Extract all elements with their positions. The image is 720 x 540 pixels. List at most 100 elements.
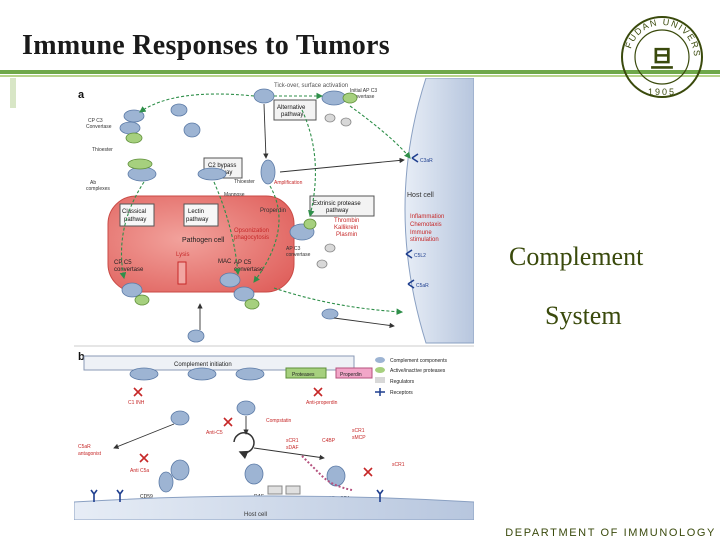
svg-text:Complement components: Complement components (390, 358, 447, 364)
svg-text:Mannose: Mannose (224, 192, 245, 198)
node-c3a (260, 159, 276, 185)
svg-text:Regulators: Regulators (390, 379, 415, 385)
svg-text:Initial AP C3: Initial AP C3 (350, 88, 377, 94)
node-fh (340, 117, 352, 127)
node-bb-bot (244, 298, 260, 310)
svg-text:AP C5: AP C5 (234, 260, 252, 266)
node-c2a-bot (134, 294, 150, 306)
svg-text:AP C3: AP C3 (286, 246, 301, 252)
svg-text:Amplification: Amplification (274, 180, 303, 186)
svg-text:CD59: CD59 (140, 494, 153, 500)
svg-text:Proteases: Proteases (292, 372, 315, 378)
svg-text:C1 INH: C1 INH (128, 400, 145, 406)
svg-text:pathway: pathway (186, 217, 208, 223)
svg-text:C5L2: C5L2 (414, 253, 426, 259)
svg-text:Properdin: Properdin (260, 208, 286, 214)
node-c3b-bot (233, 286, 255, 302)
svg-text:Chemotaxis: Chemotaxis (410, 222, 442, 228)
svg-text:convertase: convertase (234, 267, 264, 273)
svg-text:Ab: Ab (90, 180, 96, 186)
panel-a-label: a (78, 89, 85, 101)
svg-text:Compstatin: Compstatin (266, 418, 292, 424)
svg-text:C2 bypass: C2 bypass (208, 163, 236, 169)
svg-text:Kallikrein: Kallikrein (334, 225, 358, 231)
svg-text:sDAF: sDAF (286, 445, 299, 451)
svg-text:CP C3: CP C3 (88, 118, 103, 124)
svg-text:Lectin: Lectin (188, 209, 204, 215)
svg-text:C5aR: C5aR (416, 283, 429, 289)
node-fh-mid (316, 259, 328, 269)
decorative-stripe (10, 78, 16, 108)
node-d-mid (324, 243, 336, 253)
svg-text:Anti C5a: Anti C5a (130, 468, 149, 474)
complement-pathways-figure: a Host cell Inflammation Chemotaxis Immu… (74, 78, 474, 520)
node-d (324, 113, 336, 123)
svg-text:Thrombin: Thrombin (334, 218, 359, 224)
node-c1r-c1s (127, 158, 153, 170)
svg-text:Host cell: Host cell (407, 192, 434, 199)
node-c5a (321, 308, 339, 320)
slide-title: Immune Responses to Tumors (22, 30, 390, 61)
side-label-system: System (545, 301, 622, 330)
svg-text:Lysis: Lysis (176, 252, 189, 258)
node-c3 (253, 88, 275, 104)
svg-text:pathway: pathway (281, 112, 303, 118)
svg-text:pathway: pathway (124, 217, 146, 223)
svg-text:Anti-properdin: Anti-properdin (306, 400, 338, 406)
svg-text:MAC: MAC (218, 259, 232, 265)
node-c4 (183, 122, 201, 138)
node-masp (197, 167, 227, 181)
svg-text:Anti-C5: Anti-C5 (206, 430, 223, 436)
footer-department: DEPARTMENT OF IMMUNOLOGY (505, 527, 716, 539)
svg-text:Host cell: Host cell (244, 512, 267, 518)
svg-text:Tick-over, surface activation: Tick-over, surface activation (274, 83, 348, 89)
svg-text:complexes: complexes (86, 186, 110, 192)
svg-text:Inflammation: Inflammation (410, 214, 444, 220)
svg-text:C4BP: C4BP (322, 438, 336, 444)
node-c4b-left (119, 121, 141, 135)
svg-text:Immune: Immune (410, 230, 432, 236)
svg-text:Active/inactive proteases: Active/inactive proteases (390, 368, 446, 374)
node-fb (303, 218, 317, 230)
svg-text:Complement initiation: Complement initiation (174, 362, 232, 368)
svg-text:Classical: Classical (122, 209, 146, 215)
svg-text:Pathogen cell: Pathogen cell (182, 237, 225, 244)
side-label-complement: Complement (509, 242, 644, 271)
title-divider (0, 70, 720, 74)
node-bb (342, 92, 358, 104)
svg-text:Alternative: Alternative (277, 105, 306, 111)
svg-text:1905: 1905 (648, 87, 676, 97)
node-c2a (125, 132, 143, 144)
svg-text:phagocytosis: phagocytosis (234, 235, 269, 241)
university-seal-logo: FUDAN UNIVERSITY 1905 旦 (620, 15, 703, 98)
svg-text:sCR1: sCR1 (352, 428, 365, 434)
svg-text:Properdin: Properdin (340, 372, 362, 378)
svg-text:pathway: pathway (326, 208, 348, 214)
svg-text:antagonist: antagonist (78, 451, 102, 457)
svg-text:Thioester: Thioester (92, 147, 113, 153)
svg-text:convertase: convertase (286, 252, 311, 258)
panel-b-label: b (78, 351, 85, 363)
svg-text:sMCP: sMCP (352, 435, 366, 441)
node-c3b-left (123, 109, 145, 123)
host-cell-b (74, 495, 474, 520)
svg-text:Convertase: Convertase (86, 124, 112, 130)
svg-text:Opsonization: Opsonization (234, 228, 269, 234)
svg-text:Plasmin: Plasmin (336, 232, 357, 238)
svg-text:C5aR: C5aR (78, 444, 91, 450)
svg-text:Receptors: Receptors (390, 390, 413, 396)
svg-text:Thioester: Thioester (234, 179, 255, 185)
svg-text:stimulation: stimulation (410, 237, 439, 243)
svg-text:sCR1: sCR1 (392, 462, 405, 468)
node-c4b-bot (121, 282, 143, 298)
node-c5 (187, 329, 205, 343)
svg-text:convertase: convertase (114, 267, 144, 273)
svg-text:旦: 旦 (650, 46, 674, 73)
svg-text:convertase: convertase (350, 94, 375, 100)
node-c2 (170, 103, 188, 117)
svg-text:sCR1: sCR1 (286, 438, 299, 444)
svg-text:Extrinsic protease: Extrinsic protease (313, 201, 361, 207)
title-divider-light (0, 75, 720, 77)
svg-text:CP C5: CP C5 (114, 260, 132, 266)
host-cell-a (404, 78, 474, 344)
